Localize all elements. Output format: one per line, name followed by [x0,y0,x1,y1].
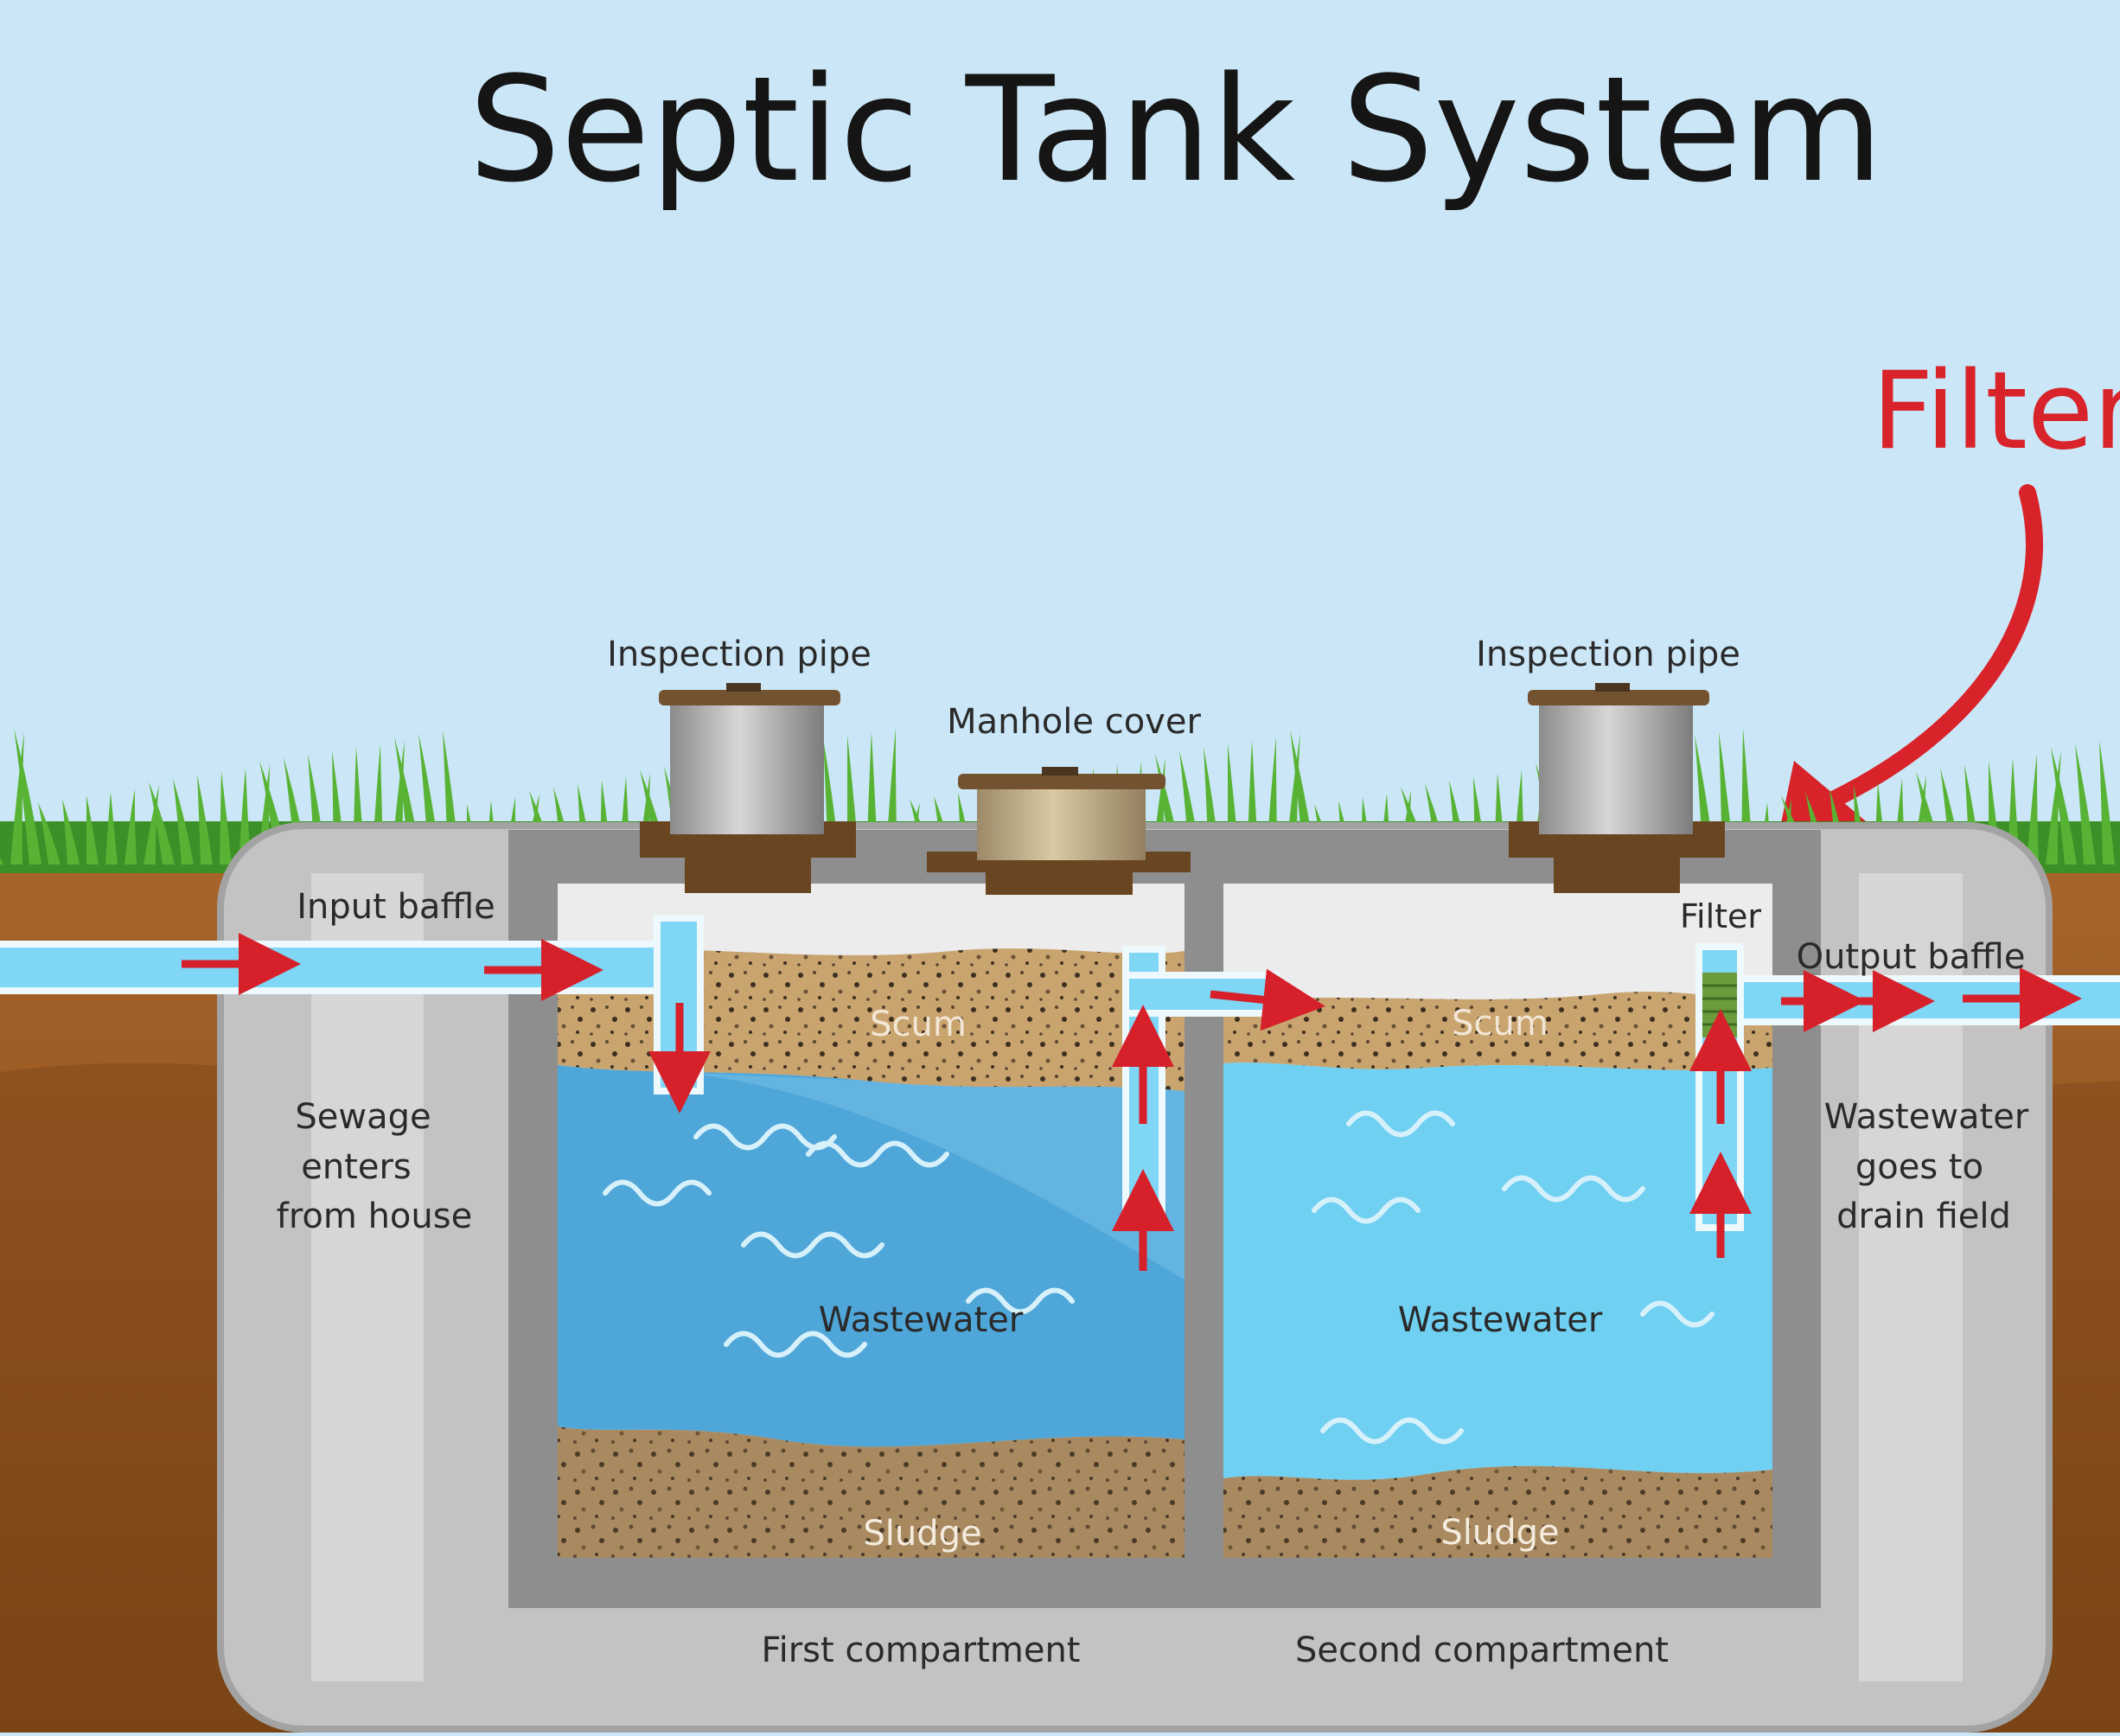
filter-label: Filter [1680,897,1761,935]
inspection-pipe-right [1509,683,1725,893]
filter-callout-label: Filter [1872,349,2120,474]
diagram-title: Septic Tank System [469,45,1883,214]
labels: Inspection pipe Inspection pipe Manhole … [277,635,2029,1670]
wastewater-label-1: Wastewater [819,1300,1024,1340]
inspection-pipe-left-label: Inspection pipe [607,635,872,674]
water-waves [603,1110,1715,1445]
scum-label-2: Scum [1452,1004,1548,1044]
scum-label-1: Scum [870,1005,967,1044]
sludge-layer-1 [558,1426,1185,1558]
wastewater-goes-line-3: drain field [1836,1197,2011,1236]
sewage-enters-line-3: from house [277,1197,472,1236]
sludge-layer-2 [1223,1465,1772,1558]
sewage-enters-line-1: Sewage [295,1097,431,1137]
second-compartment-label: Second compartment [1295,1631,1669,1670]
sludge-label-1: Sludge [863,1514,981,1554]
second-compartment [1223,884,1772,1558]
manhole-cover-label: Manhole cover [947,702,1201,742]
sewage-enters-line-2: enters [301,1147,412,1187]
flow-arrows [182,933,2082,1271]
output-baffle-label: Output baffle [1797,937,2026,977]
sludge-label-2: Sludge [1440,1513,1559,1553]
first-compartment-label: First compartment [762,1631,1081,1670]
wastewater-goes-line-1: Wastewater [1824,1097,2029,1137]
scum-layer-1 [558,948,1185,1091]
callout-arrow-line [1816,484,2043,813]
wastewater-body-2 [1223,1063,1772,1480]
wastewater-label-2: Wastewater [1398,1300,1603,1340]
compartment-divider [1185,865,1223,1565]
flow-arrow [1210,968,1325,1031]
wastewater-goes-line-2: goes to [1855,1147,1983,1187]
input-baffle-label: Input baffle [297,887,495,927]
inspection-pipe-right-label: Inspection pipe [1476,635,1740,674]
scum-layer-2 [1223,992,1772,1070]
tank-left-wall-highlight [311,873,424,1682]
manhole-cover [927,767,1191,895]
inspection-pipe-left [640,683,856,893]
